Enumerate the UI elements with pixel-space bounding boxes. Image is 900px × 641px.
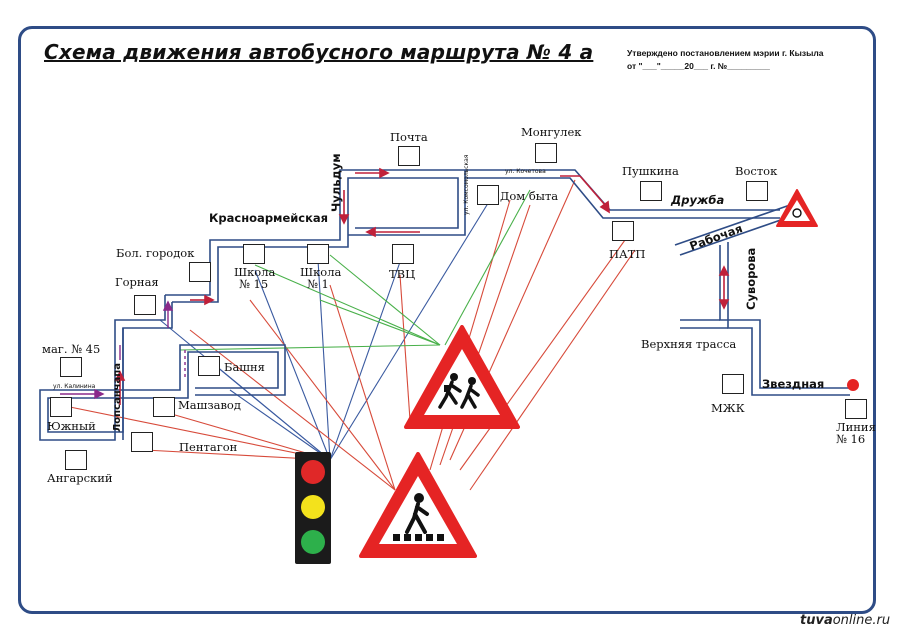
street-krasnoarmeyskaya: Красноармейская [209, 211, 329, 225]
stop-label-shkola1-a: Школа [300, 265, 342, 279]
stop-box-patp[interactable] [612, 221, 634, 241]
stop-box-vostok[interactable] [746, 181, 768, 201]
approval-line-1: Утверждено постановлением мэрии г. Кызыл… [627, 48, 824, 58]
stop-box-angarsky[interactable] [65, 450, 87, 470]
stop-box-yuzhny[interactable] [50, 397, 72, 417]
street-druzhba: Дружба [671, 193, 725, 207]
street-chuldum: Чульдум [329, 153, 343, 212]
street-komsomolskaya: ул. Комсомольская [463, 154, 470, 215]
street-kochetova: ул. Кочетова [505, 168, 546, 175]
stop-label-patp: ПАТП [609, 247, 646, 261]
stop-label-mzhk: МЖК [711, 401, 745, 415]
stop-label-tvc: ТВЦ [389, 267, 416, 281]
stop-label-pushkina: Пушкина [622, 164, 679, 178]
street-zvezdnaya: Звездная [762, 377, 825, 391]
approval-note: Утверждено постановлением мэрии г. Кызыл… [627, 47, 823, 73]
stop-label-pochta: Почта [390, 130, 428, 144]
route-arrows-alt [60, 300, 186, 400]
stop-label-shkola15-b: № 15 [239, 277, 269, 291]
street-suvorova: Суворова [744, 247, 758, 310]
watermark-brand: tuva [800, 613, 833, 628]
stop-box-pentagon[interactable] [131, 432, 153, 452]
watermark-domain: online.ru [832, 613, 891, 628]
street-lopsanchapa: Лопсанчапа [112, 363, 123, 432]
stop-box-bol-gorodok[interactable] [189, 262, 211, 282]
stop-box-pushkina[interactable] [640, 181, 662, 201]
stop-label-mongulek: Монгулек [521, 125, 582, 139]
stop-box-tvc[interactable] [392, 244, 414, 264]
stop-label-angarsky: Ангарский [47, 471, 113, 485]
stop-label-mashzavod: Машзавод [178, 398, 241, 412]
stop-label-shkola15-a: Школа [234, 265, 276, 279]
stop-box-liniya[interactable] [845, 399, 867, 419]
stop-label-yuzhny: Южный [47, 419, 96, 433]
stop-label-liniya-b: № 16 [836, 432, 866, 446]
street-kalinina: ул. Калинина [53, 383, 96, 390]
children-crossing-sign-icon [404, 325, 520, 429]
stop-label-bol-gorodok: Бол. городок [116, 246, 195, 260]
stop-label-verhnyaya-trassa: Верхняя трасса [641, 337, 737, 351]
pedestrian-crossing-sign-icon [359, 452, 477, 558]
map-frame [18, 26, 876, 614]
pointer-lines [59, 179, 636, 491]
traffic-light-icon [295, 452, 331, 564]
stop-label-shkola1-b: № 1 [307, 277, 329, 291]
stop-box-pochta[interactable] [398, 146, 420, 166]
source-watermark: tuvaonline.ru [800, 613, 890, 628]
stop-box-mashzavod[interactable] [153, 397, 175, 417]
route-arrows [114, 167, 730, 405]
stop-label-bashnya: Башня [224, 360, 265, 374]
stop-label-mag45: маг. № 45 [42, 342, 101, 356]
stop-box-mongulek[interactable] [535, 143, 557, 163]
stop-label-pentagon: Пентагон [179, 440, 238, 454]
stop-box-mag45[interactable] [60, 357, 82, 377]
stop-label-liniya-a: Линия [836, 420, 876, 434]
stop-box-shkola1[interactable] [307, 244, 329, 264]
roundabout-sign-icon [776, 189, 818, 227]
stop-label-gornaya: Горная [115, 275, 159, 289]
stop-box-gornaya[interactable] [134, 295, 156, 315]
page-title: Схема движения автобусного маршрута № 4 … [44, 40, 594, 64]
stop-box-dom-byta[interactable] [477, 185, 499, 205]
approval-line-2: от "___"_____20___ г. №_________ [627, 61, 770, 71]
stop-label-vostok: Восток [735, 164, 778, 178]
roads [39, 169, 850, 441]
stop-box-bashnya[interactable] [198, 356, 220, 376]
stop-box-mzhk[interactable] [722, 374, 744, 394]
route-end-dot [847, 379, 859, 391]
stop-label-dom-byta: Дом быта [500, 189, 559, 203]
stop-box-shkola15[interactable] [243, 244, 265, 264]
